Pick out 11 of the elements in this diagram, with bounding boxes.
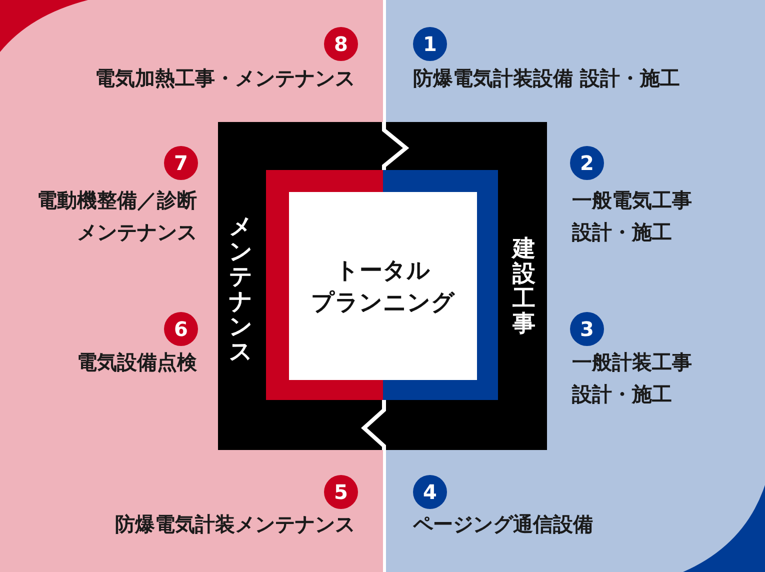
center-label: トータルプランニング — [311, 257, 455, 318]
item-label: 電気加熱工事・メンテナンス — [95, 65, 355, 92]
band-label: メンテナンス — [228, 215, 254, 365]
item-label: 電気設備点検 — [77, 349, 197, 376]
item-label: 防爆電気計装メンテナンス — [115, 511, 355, 538]
item-label: ページング通信設備 — [413, 511, 593, 538]
band-label: 建設工事 — [511, 237, 537, 337]
item-label: 防爆電気計装設備 設計・施工 — [413, 65, 680, 92]
item-label: 一般電気工事設計・施工 — [572, 187, 692, 246]
item-label: 一般計装工事設計・施工 — [572, 349, 692, 408]
item-label: 電動機整備／診断メンテナンス — [37, 187, 197, 246]
